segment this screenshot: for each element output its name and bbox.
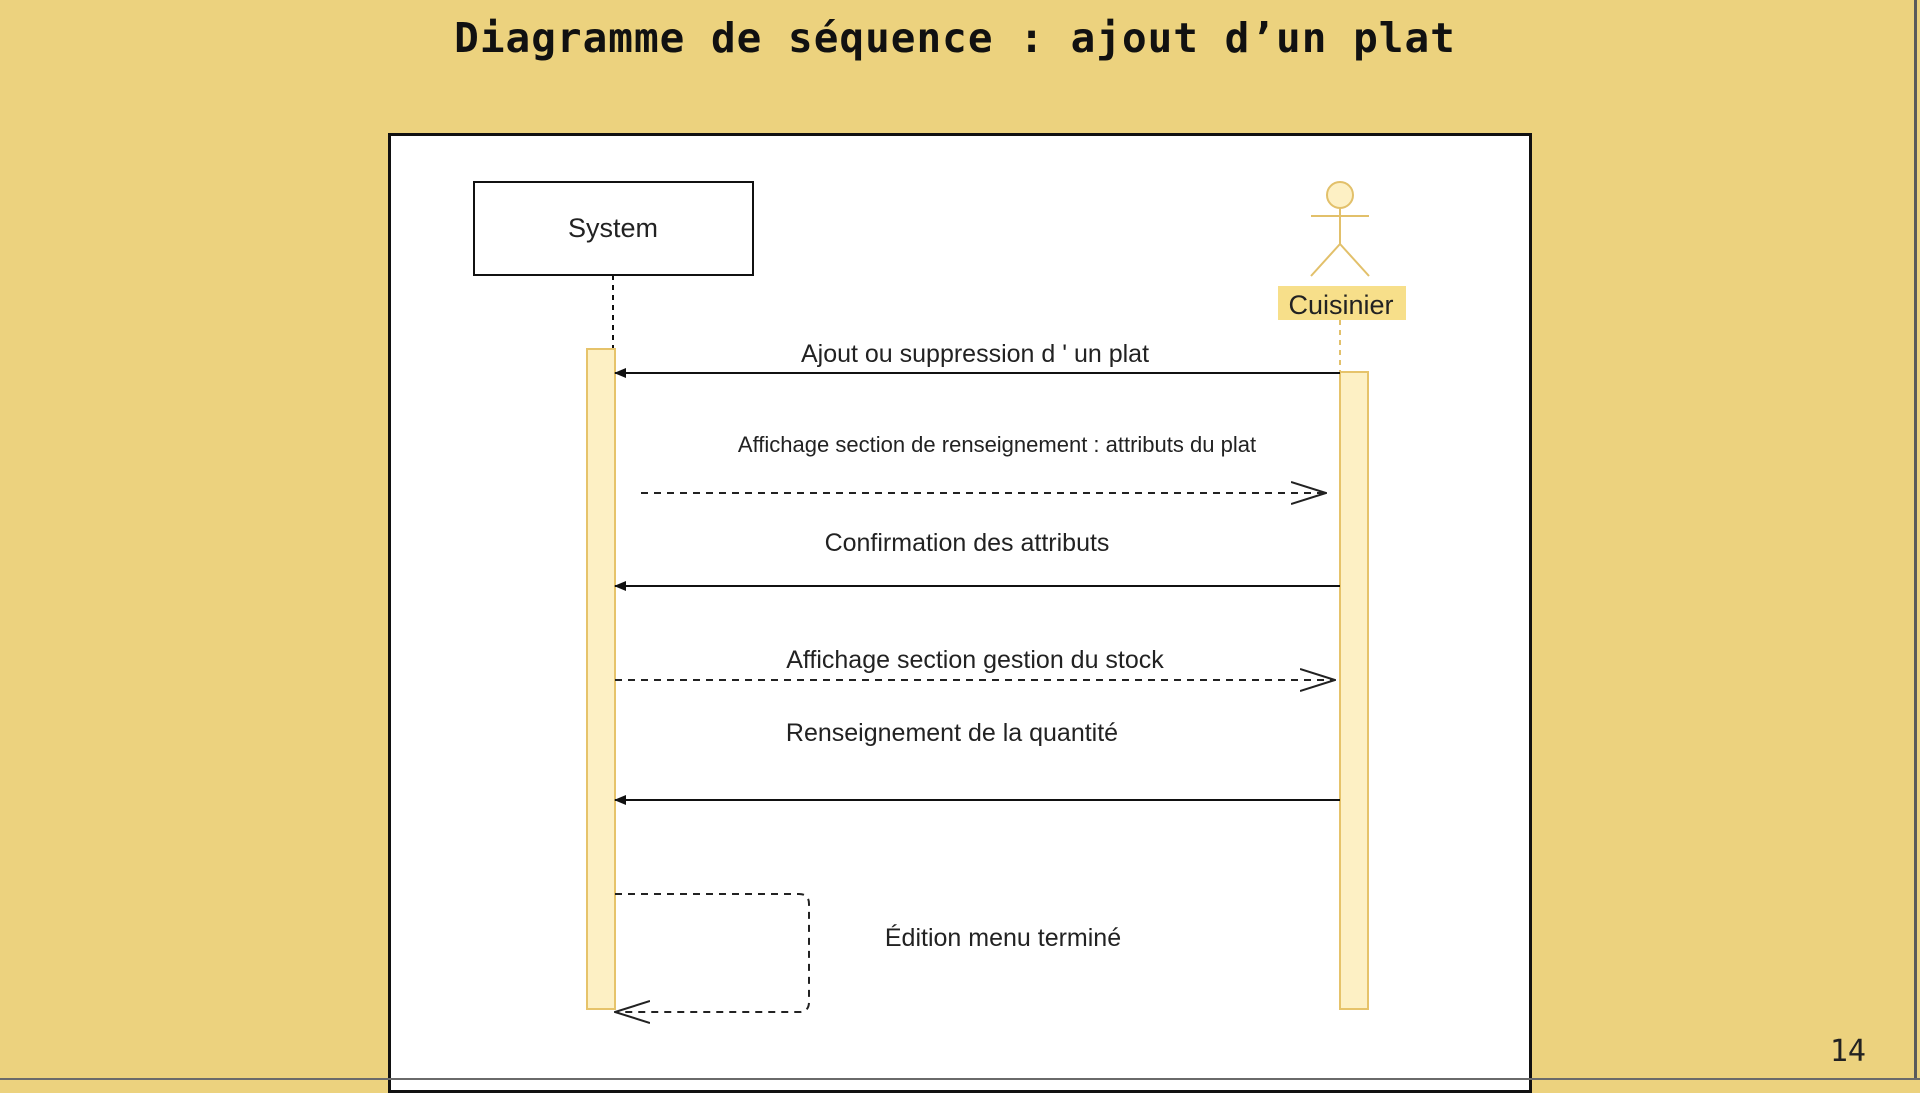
participant-system-label: System	[568, 213, 658, 243]
message-6-label: Édition menu terminé	[885, 923, 1121, 952]
message-3-label: Confirmation des attributs	[825, 529, 1110, 557]
message-6-self-arrow	[615, 893, 810, 1012]
actor-label-highlight	[1278, 286, 1406, 320]
system-activation-bar	[586, 348, 616, 1010]
slide-bottom-border	[0, 1078, 1920, 1080]
diagram-frame: System Cuisinier Ajout ou suppression d …	[388, 133, 1532, 1093]
page-number: 14	[1829, 1034, 1866, 1069]
message-5-label: Renseignement de la quantité	[786, 719, 1118, 747]
slide-right-border	[1914, 0, 1917, 1080]
sequence-diagram: System Cuisinier Ajout ou suppression d …	[473, 181, 1406, 1090]
slide-title: Diagramme de séquence : ajout d’un plat	[454, 14, 1456, 62]
message-1-label: Ajout ou suppression d ' un plat	[801, 340, 1149, 368]
message-4-label: Affichage section gestion du stock	[786, 646, 1164, 674]
participant-system-box	[473, 181, 754, 276]
actor-cuisinier-icon	[1310, 181, 1370, 277]
participant-cuisinier-label: Cuisinier	[1288, 290, 1393, 320]
cuisinier-activation-bar	[1339, 371, 1369, 1010]
message-2-label: Affichage section de renseignement : att…	[738, 432, 1256, 457]
